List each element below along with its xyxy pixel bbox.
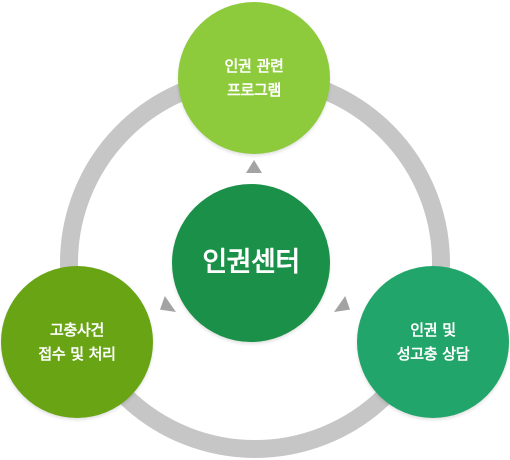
node-left-line1: 고충사건 (49, 321, 104, 339)
node-grievance-handling: 고충사건 접수 및 처리 (1, 266, 153, 418)
node-counseling: 인권 및 성고충 상담 (357, 266, 509, 418)
node-top-line2: 프로그램 (226, 81, 281, 99)
node-left-line2: 접수 및 처리 (38, 345, 116, 363)
center-title: 인권센터 (202, 247, 300, 278)
up-arrow-icon (246, 160, 262, 173)
node-center-human-rights-center: 인권센터 (172, 184, 330, 342)
node-right-line2: 성고충 상담 (396, 345, 470, 363)
node-human-rights-program: 인권 관련 프로그램 (178, 2, 330, 154)
node-top-line1: 인권 관련 (224, 57, 284, 75)
node-right-line1: 인권 및 (410, 321, 456, 339)
